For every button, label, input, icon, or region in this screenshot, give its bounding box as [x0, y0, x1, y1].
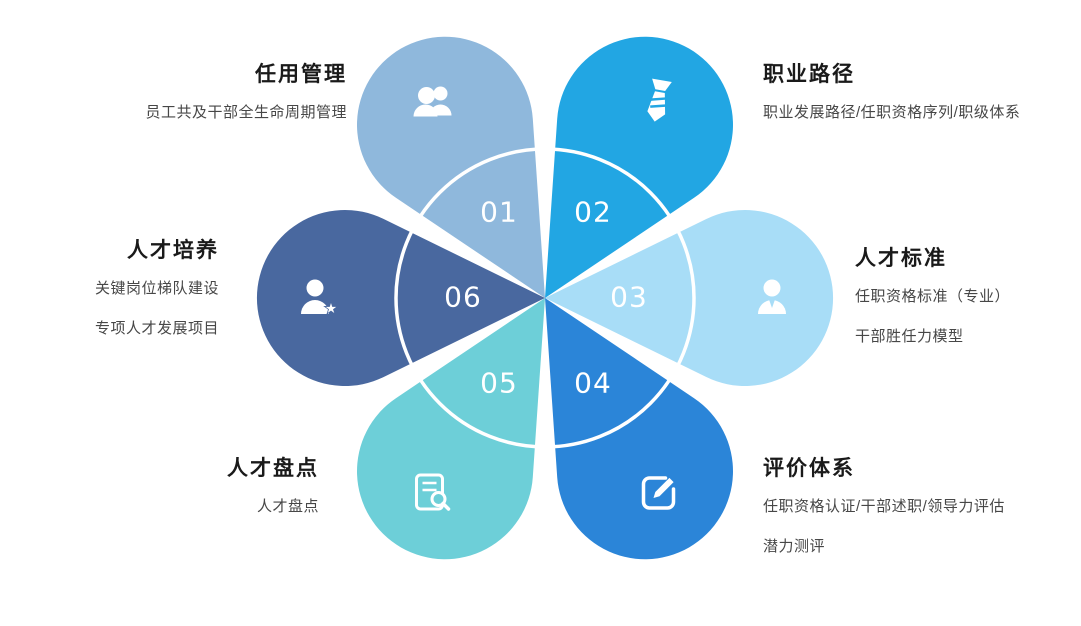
section-career-path: 职业路径 职业发展路径/任职资格序列/职级体系 [763, 62, 1020, 122]
section-desc: 干部胜任力模型 [855, 328, 964, 345]
section-desc: 任职资格标准（专业） [855, 288, 1011, 305]
petal-06 [256, 210, 545, 387]
users-icon [413, 86, 452, 117]
section-appointment-management: 任用管理 员工共及干部全生命周期管理 [145, 62, 347, 122]
section-title: 人才培养 [127, 239, 219, 262]
section-desc: 人才盘点 [256, 498, 319, 515]
person-star-icon: ★ [301, 279, 339, 318]
section-evaluation-system: 评价体系 任职资格认证/干部述职/领导力评估 潜力测评 [763, 456, 1005, 556]
center-ring [394, 147, 696, 449]
section-title: 评价体系 [763, 457, 855, 480]
section-talent-review: 人才盘点 人才盘点 [227, 456, 319, 516]
petal-03 [545, 210, 834, 386]
petal-02 [545, 36, 733, 298]
section-desc: 职业发展路径/任职资格序列/职级体系 [763, 104, 1021, 121]
section-desc: 员工共及干部全生命周期管理 [145, 104, 347, 121]
section-title: 职业路径 [763, 63, 855, 86]
section-title: 人才标准 [855, 247, 947, 270]
petal-number-03: 03 [610, 280, 648, 314]
tie-icon [647, 78, 672, 122]
petal-number-06: 06 [444, 280, 482, 314]
edit-icon [641, 476, 676, 510]
section-desc: 专项人才发展项目 [94, 320, 219, 337]
petal-number-04: 04 [574, 366, 612, 400]
petal-number-05: 05 [480, 366, 518, 400]
section-talent-development: 人才培养 关键岗位梯队建设 专项人才发展项目 [95, 238, 219, 338]
petal-04 [545, 298, 733, 560]
petal-number-02: 02 [574, 195, 612, 229]
section-title: 任用管理 [255, 63, 347, 86]
star-icon: ★ [323, 299, 338, 318]
petal-05 [357, 298, 545, 560]
petal-01 [357, 36, 545, 298]
section-talent-standard: 人才标准 任职资格标准（专业） 干部胜任力模型 [855, 246, 1010, 346]
section-desc: 关键岗位梯队建设 [94, 280, 219, 297]
section-desc: 任职资格认证/干部述职/领导力评估 [763, 498, 1005, 515]
petal-number-01: 01 [480, 195, 518, 229]
person-icon [758, 279, 786, 314]
doc-search-icon [415, 473, 451, 511]
section-desc: 潜力测评 [763, 538, 826, 555]
section-title: 人才盘点 [227, 457, 319, 480]
